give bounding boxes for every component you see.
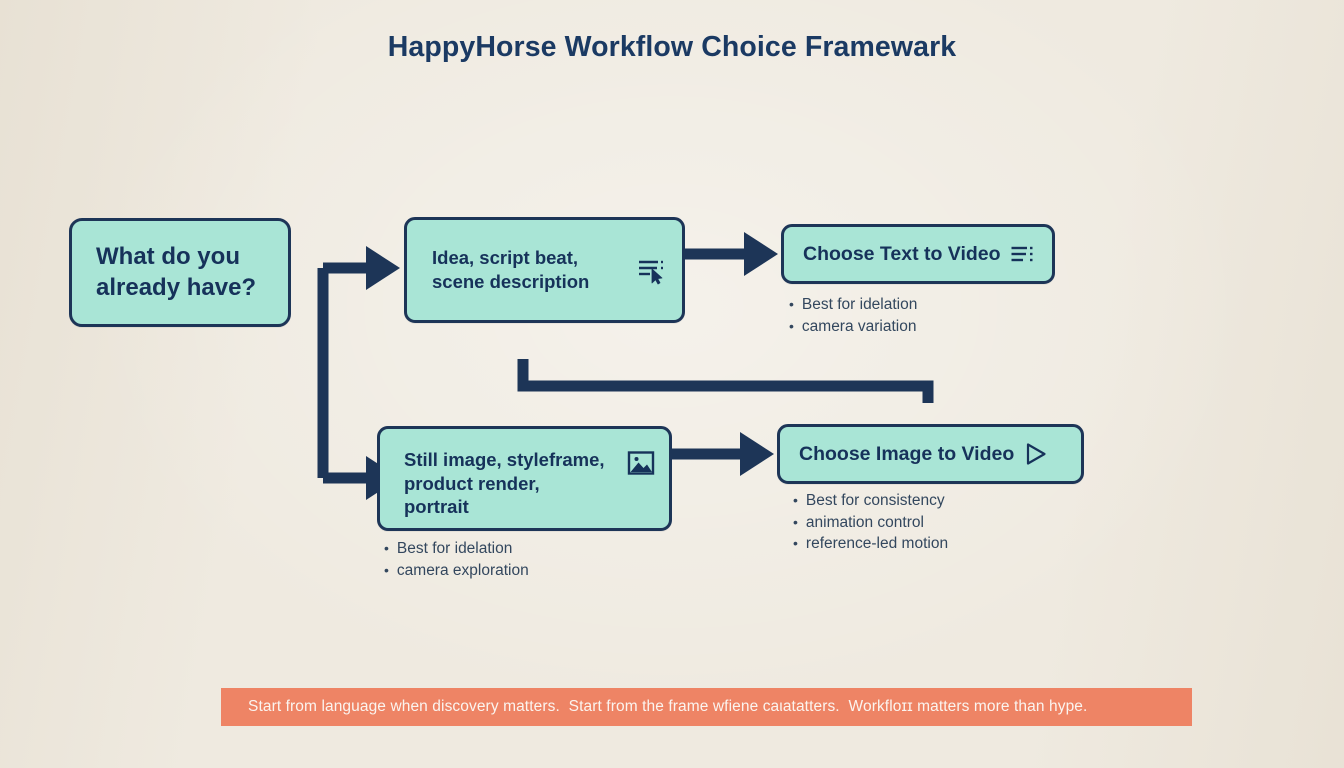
arrowhead-to-idea xyxy=(366,246,400,290)
node-choose-text-to-video[interactable]: Choose Text to Video xyxy=(781,224,1055,284)
node-question-label: What do you already have? xyxy=(96,242,257,301)
node-choose-text-to-video-label: Choose Text to Video xyxy=(803,242,1001,265)
bullet-label: Best for idelation xyxy=(801,296,918,313)
footer-banner-text: Start from language when discovery matte… xyxy=(248,698,1088,715)
text-lines-icon xyxy=(1010,243,1034,265)
bullet-label: camera variation xyxy=(801,317,917,335)
bullet-marker: • xyxy=(789,317,794,334)
text-lines-cursor-icon xyxy=(636,255,666,285)
bullet-marker: • xyxy=(793,513,798,530)
connector-mid-bracket xyxy=(517,359,934,403)
bullet-label: Best for consistency xyxy=(805,492,945,509)
node-choose-image-to-video-label: Choose Image to Video xyxy=(799,442,1015,465)
list-item: • Best for idelation xyxy=(384,538,529,560)
connector-split-bracket xyxy=(317,262,372,484)
image-icon xyxy=(627,429,655,476)
bullet-label: camera exploration xyxy=(396,561,529,579)
bullet-label: animation control xyxy=(805,513,924,531)
bullet-marker: • xyxy=(384,540,389,556)
bullet-marker: • xyxy=(793,535,798,551)
bullet-label: reference-led motion xyxy=(805,535,949,552)
play-triangle-icon xyxy=(1025,442,1047,466)
list-item: • Best for consistency xyxy=(793,490,948,512)
connector-idea-to-t2v xyxy=(685,232,778,276)
node-still-image[interactable]: Still image, styleframe, product render,… xyxy=(377,426,672,531)
node-question[interactable]: What do you already have? xyxy=(69,218,291,327)
node-idea-label: Idea, script beat, scene description xyxy=(432,247,590,292)
list-item: • Best for idelation xyxy=(789,294,917,316)
node-idea[interactable]: Idea, script beat, scene description xyxy=(404,217,685,323)
page-title: HappyHorse Workflow Choice Framewark xyxy=(387,31,957,63)
bullet-marker: • xyxy=(793,492,798,508)
node-still-image-label: Still image, styleframe, product render,… xyxy=(404,449,605,518)
list-item: • camera exploration xyxy=(384,560,529,582)
bullets-still-image: • Best for idelation • camera exploratio… xyxy=(384,538,529,581)
bullets-image-to-video: • Best for consistency • animation contr… xyxy=(793,490,948,555)
bullets-text-to-video: • Best for idelation • camera variation xyxy=(789,294,917,337)
list-item: • animation control xyxy=(793,512,948,534)
footer-banner: Start from language when discovery matte… xyxy=(221,688,1192,726)
bullet-marker: • xyxy=(384,561,389,578)
node-choose-image-to-video[interactable]: Choose Image to Video xyxy=(777,424,1084,484)
list-item: • camera variation xyxy=(789,316,917,338)
list-item: • reference-led motion xyxy=(793,533,948,555)
connector-still-to-i2v xyxy=(672,432,774,476)
bullet-marker: • xyxy=(789,296,794,312)
bullet-label: Best for idelation xyxy=(396,540,513,557)
